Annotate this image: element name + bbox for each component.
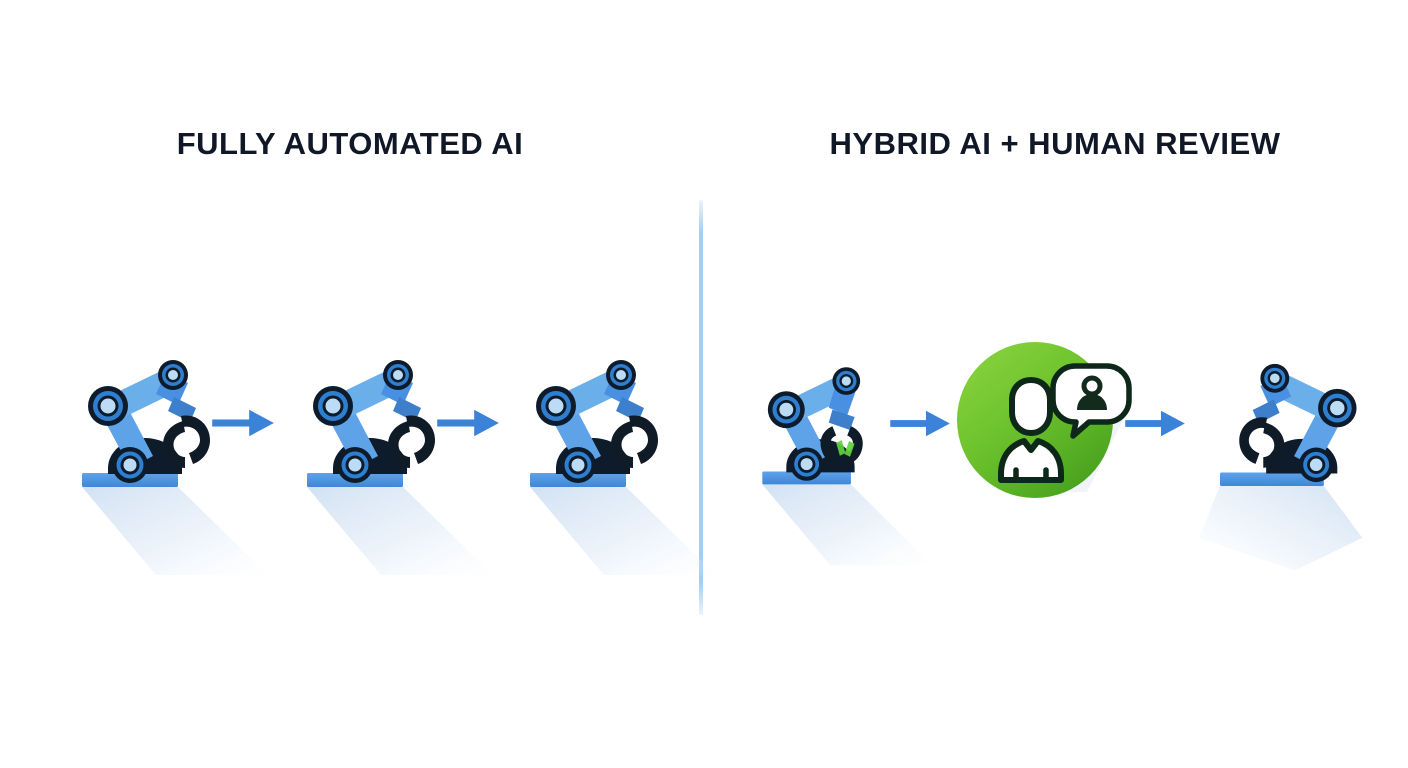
vertical-divider <box>699 200 703 615</box>
person-icon <box>998 377 1064 483</box>
robot-arm-step-2 <box>285 345 545 575</box>
robot-arm-step-1 <box>60 345 320 575</box>
human-reviewer-badge <box>955 342 1165 527</box>
robot-arm-holding-part <box>742 352 982 567</box>
robot-arm-step-final <box>1170 345 1408 575</box>
page-title-left: FULLY AUTOMATED AI <box>176 126 524 161</box>
page-title-right: HYBRID AI + HUMAN REVIEW <box>829 126 1281 161</box>
speech-bubble-icon <box>1050 363 1132 439</box>
robot-arm-step-3 <box>508 345 768 575</box>
flow-arrow-1 <box>212 408 274 438</box>
flow-arrow-2 <box>437 408 499 438</box>
flow-arrow-3 <box>890 409 950 438</box>
